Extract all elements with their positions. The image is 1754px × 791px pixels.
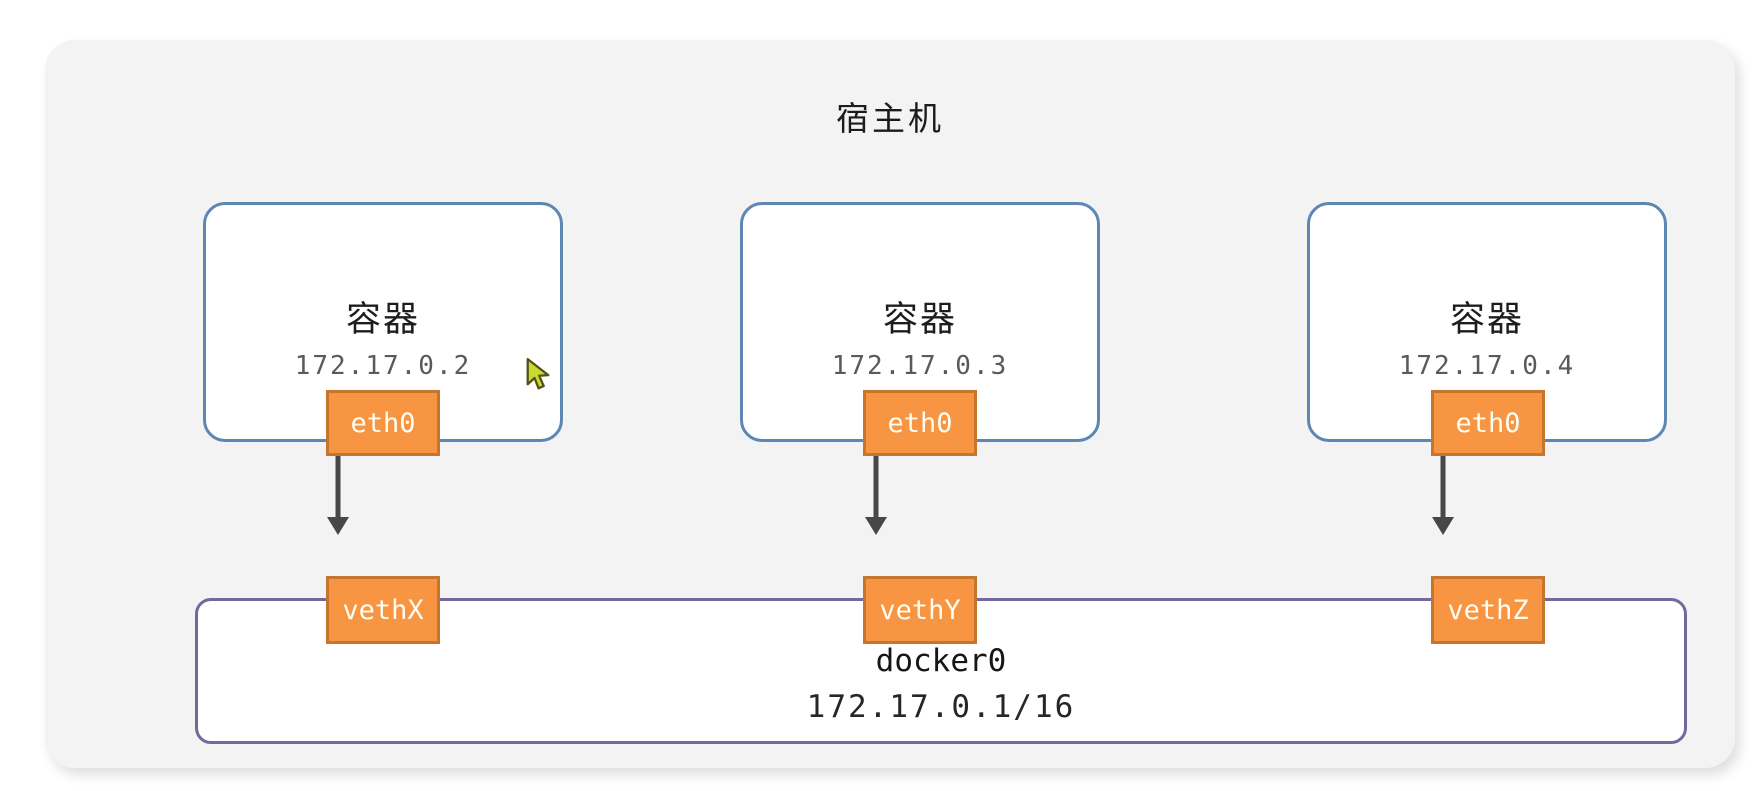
vethy-box: vethY: [863, 576, 977, 644]
container-label: 容器: [882, 300, 957, 339]
container-ip: 172.17.0.4: [1398, 351, 1576, 381]
bridge-name: docker0: [875, 643, 1007, 679]
container-label: 容器: [345, 300, 420, 339]
vethx-box: vethX: [326, 576, 440, 644]
bridge-cidr: 172.17.0.1/16: [806, 689, 1076, 725]
container-ip: 172.17.0.3: [831, 351, 1009, 381]
eth0-box-1: eth0: [326, 390, 440, 456]
vethz-box: vethZ: [1431, 576, 1545, 644]
eth0-box-2: eth0: [863, 390, 977, 456]
host-panel: 宿主机 容器 172.17.0.2 容器 172.17.0.3 容器 172.1…: [45, 40, 1735, 768]
container-ip: 172.17.0.2: [294, 351, 472, 381]
container-label: 容器: [1449, 300, 1524, 339]
eth0-box-3: eth0: [1431, 390, 1545, 456]
host-title: 宿主机: [836, 100, 944, 137]
